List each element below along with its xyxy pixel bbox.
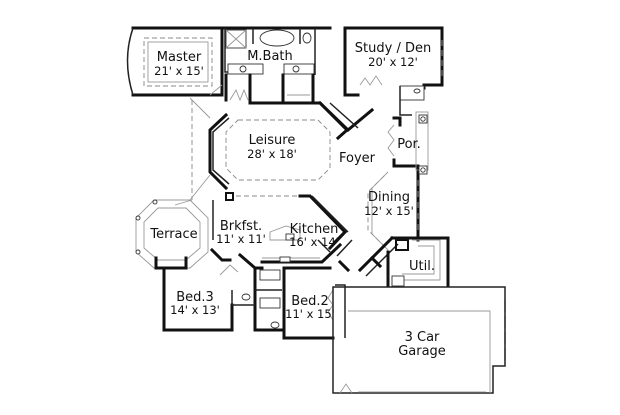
room-name: Kitchen [290, 222, 339, 237]
room-dimensions: 14' x 13' [170, 303, 220, 317]
leisure-walls [208, 100, 375, 201]
room-dimensions: 11' x 11' [216, 232, 266, 246]
room-name: Por. [397, 137, 421, 152]
room-breakfast: Brkfst. 11' x 11' [216, 219, 266, 246]
room-name-line2: Garage [398, 344, 446, 359]
room-foyer: Foyer [339, 151, 376, 166]
room-name: Bed.3 [176, 290, 214, 305]
room-dimensions: 16' x 14' [289, 235, 339, 249]
room-dining: Dining 12' x 15' [364, 190, 414, 218]
room-name: M.Bath [247, 49, 293, 64]
master-bath-walls [220, 26, 332, 102]
room-porch: Por. [397, 137, 421, 152]
room-dimensions: 20' x 12' [368, 55, 418, 69]
room-name: Master [157, 50, 202, 65]
toilet [302, 32, 312, 44]
bed3-walls [162, 264, 286, 332]
utility-walls [386, 236, 450, 288]
room-master: Master 21' x 15' [154, 50, 204, 78]
room-study: Study / Den 20' x 12' [355, 41, 431, 69]
room-dimensions: 21' x 15' [154, 64, 204, 78]
room-name: 3 Car [405, 330, 440, 345]
garage-walls [332, 286, 506, 394]
room-dimensions: 28' x 18' [247, 147, 297, 161]
room-dimensions: 12' x 15' [364, 204, 414, 218]
bathtub [259, 29, 295, 47]
dining-walls [367, 171, 419, 251]
room-name: Brkfst. [220, 219, 262, 234]
room-mbath: M.Bath [247, 49, 293, 64]
gallery-walls [327, 229, 399, 277]
room-dimensions: 11' x 15' [285, 307, 335, 321]
terrace-outline [135, 199, 209, 332]
room-garage: 3 Car Garage [398, 330, 446, 359]
master-suite-walls [126, 26, 224, 97]
room-bed3: Bed.3 14' x 13' [170, 290, 220, 317]
room-name: Study / Den [355, 41, 431, 56]
room-name: Leisure [249, 133, 296, 148]
room-utility: Util. [409, 259, 435, 274]
room-name: Terrace [149, 227, 197, 242]
walkway-outline [174, 97, 211, 206]
room-leisure: Leisure 28' x 18' [247, 133, 297, 161]
room-name: Foyer [339, 151, 376, 166]
room-bed2: Bed.2 11' x 15' [285, 294, 335, 321]
room-terrace: Terrace [149, 227, 197, 242]
room-name: Dining [368, 190, 410, 205]
bed2-walls [282, 266, 346, 340]
room-name: Util. [409, 259, 435, 274]
room-kitchen: Kitchen 16' x 14' [289, 222, 339, 249]
porch-walls [387, 111, 429, 242]
room-name: Bed.2 [291, 294, 329, 309]
study-walls [343, 26, 444, 116]
